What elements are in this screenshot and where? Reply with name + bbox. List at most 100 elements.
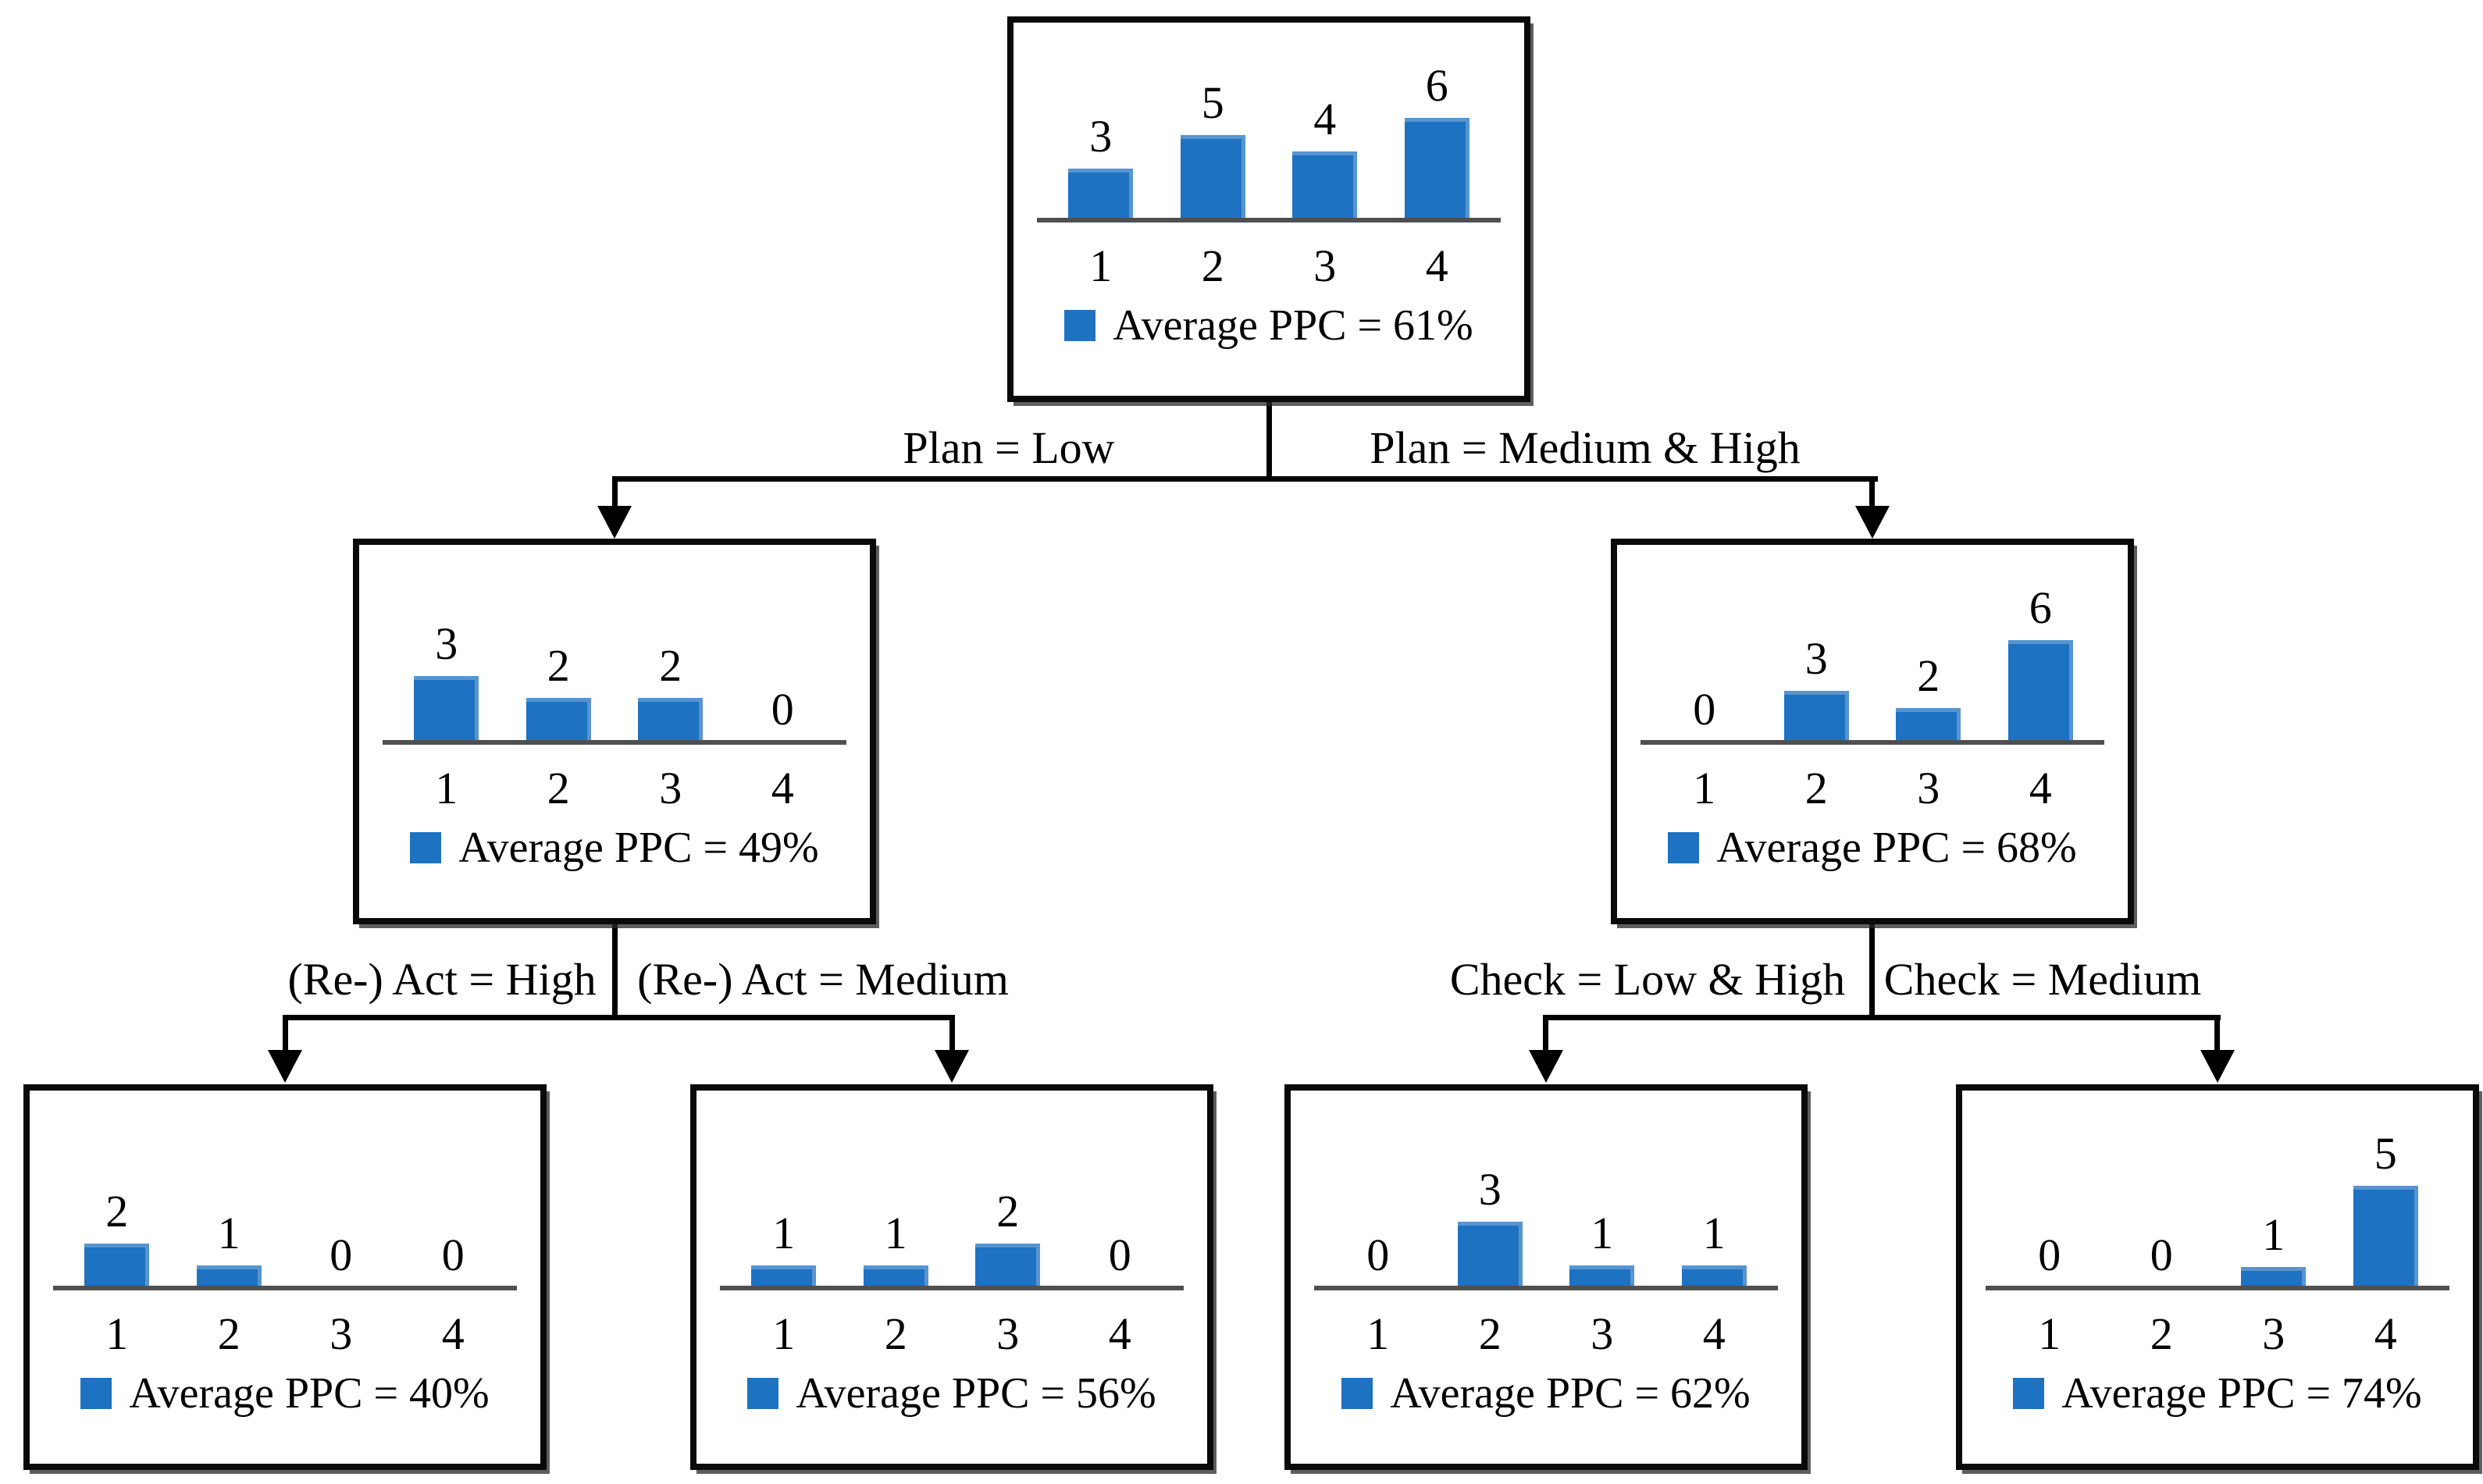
x-axis-line	[1986, 1286, 2449, 1290]
x-axis-line	[1640, 740, 2104, 745]
x-tick-label: 3	[330, 1308, 353, 1359]
x-tick-label: 3	[1917, 763, 1940, 813]
bar-slot: 3	[1761, 576, 1873, 742]
legend: Average PPC = 40%	[39, 1372, 531, 1415]
x-tick-label: 3	[2262, 1308, 2285, 1359]
x-tick-label: 1	[1366, 1308, 1390, 1359]
bar-value-label: 1	[884, 1208, 907, 1258]
legend: Average PPC = 61%	[1023, 304, 1515, 347]
bar-slot: 6	[1381, 54, 1494, 219]
bar	[751, 1265, 817, 1287]
x-tick-label: 3	[659, 763, 682, 813]
legend: Average PPC = 68%	[1626, 826, 2118, 870]
bar	[1292, 151, 1358, 219]
connector-line	[1869, 924, 1875, 1019]
connector-line	[949, 1016, 955, 1052]
edge-label-plan-medium-high: Plan = Medium & High	[1370, 422, 1801, 473]
x-axis-line	[720, 1286, 1184, 1290]
bar-slot: 1	[1546, 1122, 1658, 1287]
legend-label: Average PPC = 68%	[1716, 824, 2077, 872]
bar-value-label: 2	[996, 1186, 1020, 1237]
bar-value-label: 2	[105, 1186, 129, 1237]
x-tick-label: 1	[2038, 1308, 2061, 1359]
bar-value-label: 1	[1591, 1208, 1614, 1258]
bar-value-label: 0	[771, 684, 794, 735]
legend-label: Average PPC = 56%	[796, 1369, 1156, 1418]
legend-label: Average PPC = 74%	[2061, 1369, 2422, 1418]
bar-slot: 3	[390, 576, 503, 742]
bar-value-label: 1	[772, 1208, 796, 1258]
bar-value-label: 6	[2029, 582, 2052, 633]
bar-value-label: 5	[2374, 1128, 2397, 1179]
bar-slot: 1	[728, 1122, 840, 1287]
legend-swatch	[2013, 1378, 2045, 1409]
x-tick-label: 4	[441, 1308, 465, 1359]
legend: Average PPC = 56%	[706, 1372, 1198, 1415]
bar-value-label: 1	[2262, 1209, 2285, 1260]
x-axis-line	[1037, 218, 1501, 222]
bar-value-label: 5	[1201, 77, 1224, 128]
connector-line	[283, 1016, 288, 1052]
legend-label: Average PPC = 61%	[1113, 301, 1473, 350]
bar-slot: 3	[1045, 54, 1157, 219]
bar-value-label: 3	[435, 618, 458, 669]
arrow-down-icon	[2200, 1050, 2235, 1083]
bar-slot: 0	[2106, 1122, 2218, 1287]
legend-swatch	[1341, 1378, 1373, 1409]
legend-label: Average PPC = 40%	[129, 1369, 490, 1418]
x-tick-label: 2	[1201, 240, 1224, 291]
bar-slot: 0	[397, 1122, 510, 1287]
x-tick-label: 2	[884, 1308, 907, 1359]
bar-value-label: 0	[1693, 684, 1716, 735]
edge-label-plan-low: Plan = Low	[903, 422, 1115, 473]
x-tick-label: 3	[996, 1308, 1020, 1359]
arrow-down-icon	[597, 506, 632, 539]
arrow-down-icon	[268, 1050, 302, 1083]
connector-line	[612, 478, 618, 512]
connector-line	[612, 476, 1878, 482]
x-tick-label: 4	[2374, 1308, 2397, 1359]
bar	[1068, 169, 1134, 219]
bar-value-label: 0	[2150, 1230, 2173, 1280]
x-tick-label: 4	[771, 763, 794, 813]
bar-value-label: 0	[2038, 1230, 2061, 1280]
bar	[84, 1244, 150, 1287]
legend-label: Average PPC = 49%	[458, 824, 819, 872]
bar-slot: 2	[615, 576, 727, 742]
bar-slot: 0	[1064, 1122, 1177, 1287]
x-tick-label: 3	[1313, 240, 1337, 291]
x-tick-label: 4	[2029, 763, 2052, 813]
x-tick-label: 4	[1425, 240, 1448, 291]
x-tick-label: 1	[435, 763, 458, 813]
legend-label: Average PPC = 62%	[1390, 1369, 1751, 1418]
arrow-down-icon	[1855, 506, 1890, 539]
bars: 0 0 1 5	[1993, 1122, 2442, 1287]
legend-swatch	[747, 1378, 779, 1409]
connector-line	[283, 1015, 955, 1020]
bar-slot: 0	[285, 1122, 397, 1287]
bar	[196, 1265, 262, 1287]
bar-value-label: 3	[1089, 111, 1113, 162]
bar-value-label: 2	[1917, 650, 1940, 701]
bar-slot: 1	[840, 1122, 953, 1287]
bar-value-label: 3	[1478, 1164, 1502, 1215]
edge-label-react-high: (Re-) Act = High	[287, 954, 597, 1005]
bar-chart: 0 0 1 5	[1986, 1122, 2449, 1290]
bar-slot: 1	[1658, 1122, 1771, 1287]
bar-slot: 3	[1434, 1122, 1547, 1287]
connector-line	[2214, 1016, 2220, 1052]
